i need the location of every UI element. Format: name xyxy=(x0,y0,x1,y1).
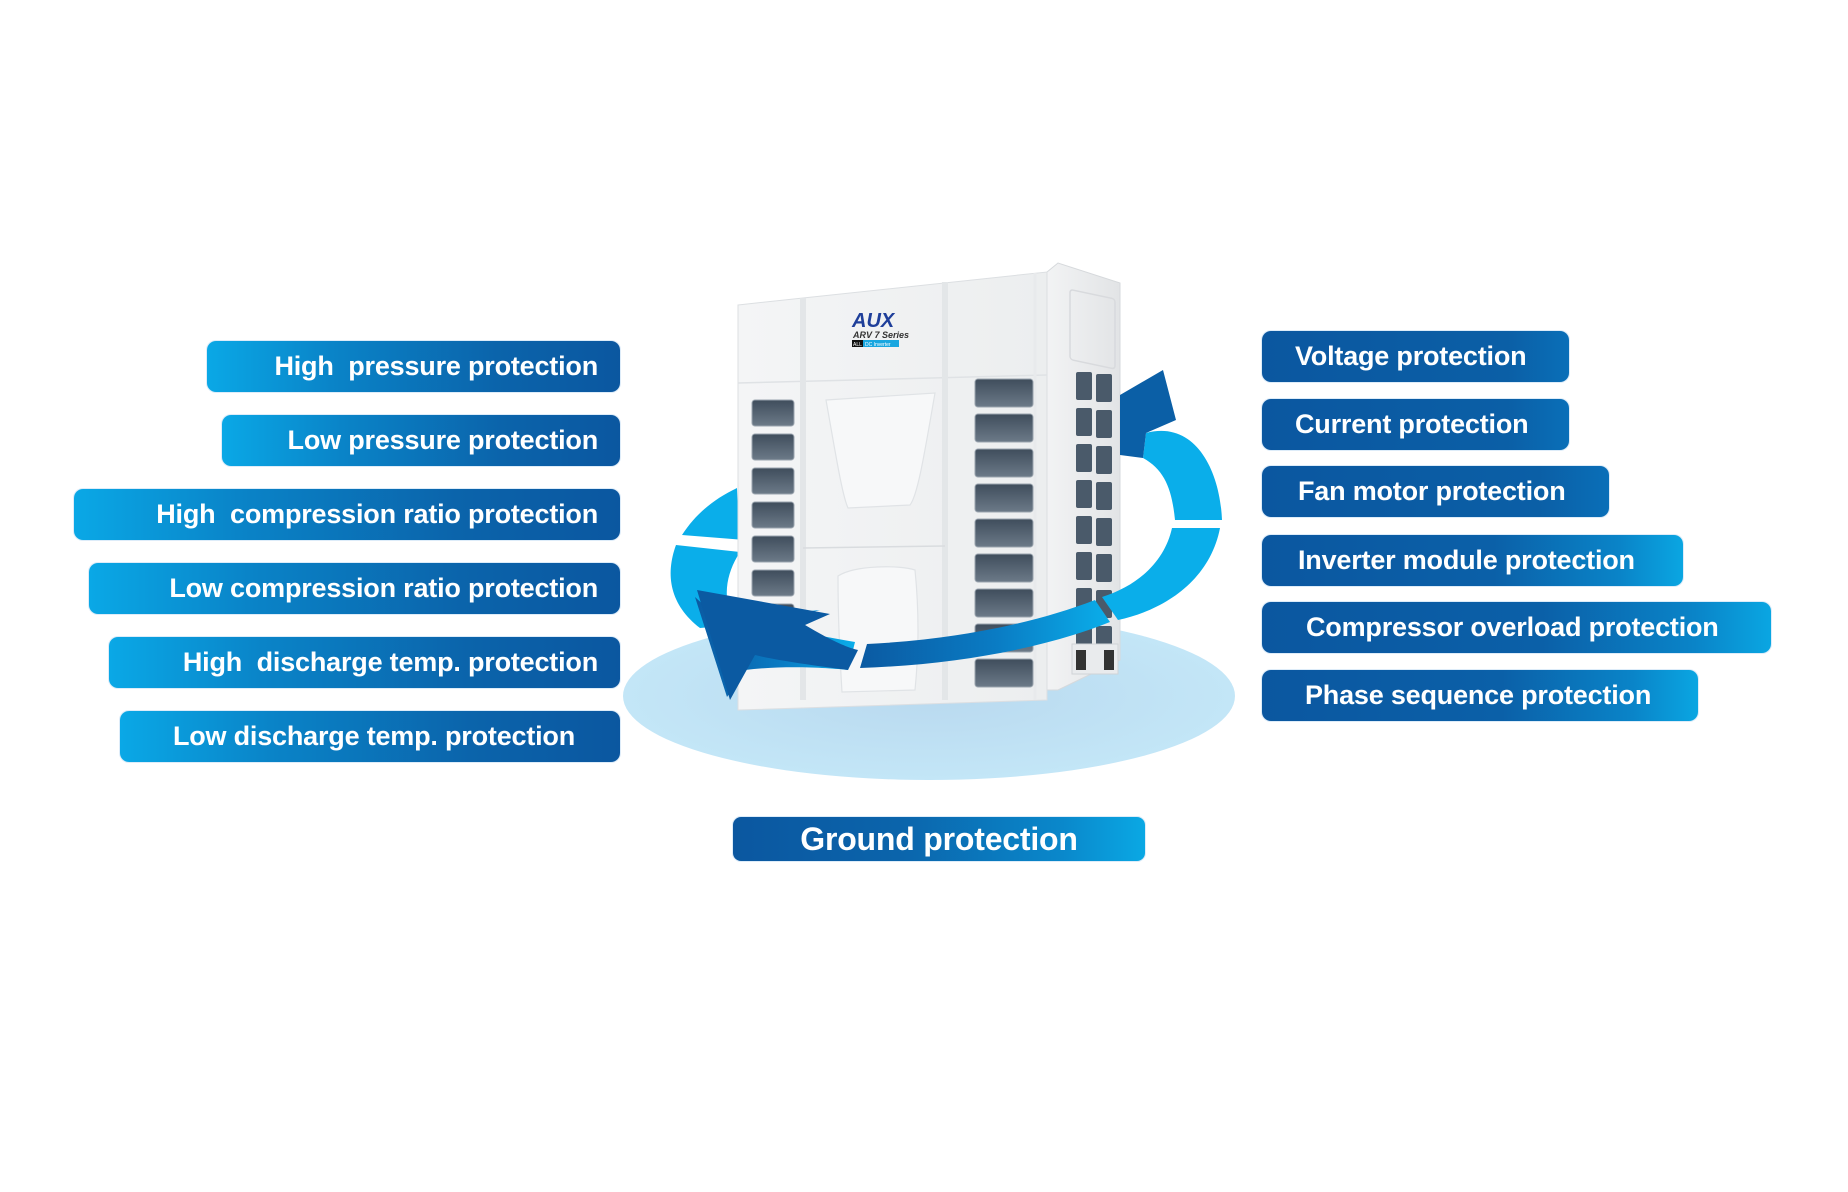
ring-segment-bottom-right xyxy=(860,600,1110,668)
label-text: Fan motor protection xyxy=(1298,476,1566,506)
label-text: High compression ratio protection xyxy=(156,499,598,529)
label-text: Current protection xyxy=(1295,409,1529,439)
outdoor-unit: AUX ARV 7 Series ALL DC Inverter xyxy=(737,262,1121,711)
label-text: Low discharge temp. protection xyxy=(172,721,575,751)
label-text: Low pressure protection xyxy=(287,425,599,455)
badge-all: ALL xyxy=(853,342,862,348)
label-text: High discharge temp. protection xyxy=(182,647,598,677)
arrow-head-bottom-left xyxy=(697,590,858,700)
series-name: ARV 7 Series xyxy=(852,330,909,340)
ring-segment-right xyxy=(1143,430,1222,520)
protection-label-voltage: Voltage protection xyxy=(1262,331,1569,382)
protection-label-phase-sequence: Phase sequence protection xyxy=(1262,670,1698,721)
label-text: Low compression ratio protection xyxy=(169,573,598,603)
protection-label-high-compression-ratio: High compression ratio protection xyxy=(74,489,620,540)
protection-label-high-discharge-temp: High discharge temp. protection xyxy=(109,637,620,688)
brand-logo: AUX ARV 7 Series ALL DC Inverter xyxy=(851,310,909,348)
protection-label-low-discharge-temp: Low discharge temp. protection xyxy=(120,711,620,762)
protection-label-compressor-overload: Compressor overload protection xyxy=(1262,602,1771,653)
protection-label-inverter-module: Inverter module protection xyxy=(1262,535,1683,586)
protection-label-ground: Ground protection xyxy=(733,817,1145,861)
side-grille xyxy=(1076,372,1112,654)
label-text: Voltage protection xyxy=(1295,341,1527,371)
ring-segment-left-upper xyxy=(682,488,748,540)
protection-label-low-pressure: Low pressure protection xyxy=(222,415,620,466)
protection-label-current: Current protection xyxy=(1262,399,1569,450)
ring-segment-right-lower xyxy=(1102,528,1220,620)
protection-label-high-pressure: High pressure protection xyxy=(207,341,620,392)
brand-name: AUX xyxy=(851,310,896,332)
protection-label-fan-motor: Fan motor protection xyxy=(1262,466,1609,517)
label-text: Inverter module protection xyxy=(1298,545,1635,575)
arrow-head-top-right xyxy=(1120,370,1176,458)
label-text: Ground protection xyxy=(800,820,1078,857)
protection-label-low-compression-ratio: Low compression ratio protection xyxy=(89,563,620,614)
label-text: Compressor overload protection xyxy=(1306,612,1719,642)
label-text: High pressure protection xyxy=(274,351,598,381)
label-text: Phase sequence protection xyxy=(1305,680,1652,710)
badge-dc-inverter: DC Inverter xyxy=(865,342,891,348)
